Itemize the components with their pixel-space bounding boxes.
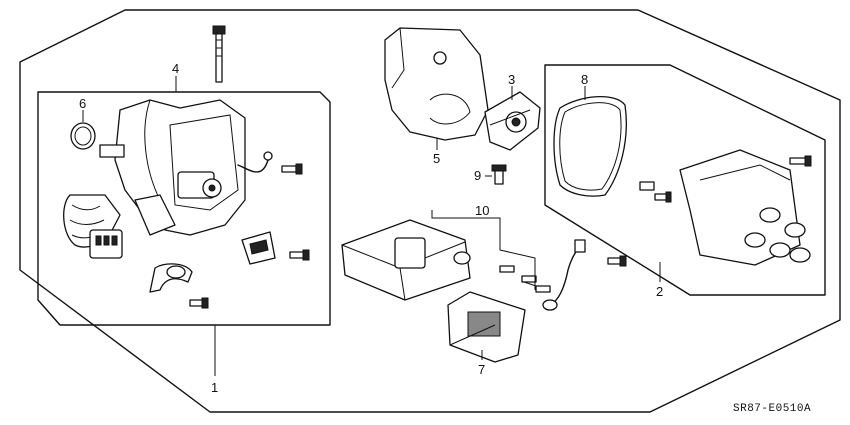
callout-2: 2 (656, 284, 663, 299)
rotor (484, 91, 541, 151)
callout-3: 3 (508, 72, 515, 87)
bracket-clip (241, 231, 310, 265)
cap-gasket (553, 95, 627, 197)
figure-code: SR87-E0510A (733, 403, 811, 415)
ground-wire (542, 239, 627, 311)
callout-10-bracket (431, 210, 536, 290)
callout-7: 7 (478, 362, 485, 377)
o-ring (70, 122, 96, 150)
callout-6: 6 (79, 96, 86, 111)
callout-10: 10 (475, 203, 489, 218)
distributor-housing (63, 25, 303, 259)
callout-4: 4 (172, 61, 179, 76)
distributor-cap (639, 149, 812, 266)
clamp-part (149, 263, 209, 309)
housing-group-box (37, 91, 331, 326)
callout-8: 8 (581, 72, 588, 87)
rotor-screw (491, 164, 507, 185)
callout-1: 1 (211, 380, 218, 395)
callout-5: 5 (433, 151, 440, 166)
cap-group-box (544, 64, 826, 296)
ignition-coil (341, 219, 551, 301)
assembly-boundary (19, 9, 841, 413)
callout-9: 9 (474, 168, 481, 183)
inner-cap-cover (384, 27, 489, 141)
ignitor-unit (447, 291, 526, 363)
